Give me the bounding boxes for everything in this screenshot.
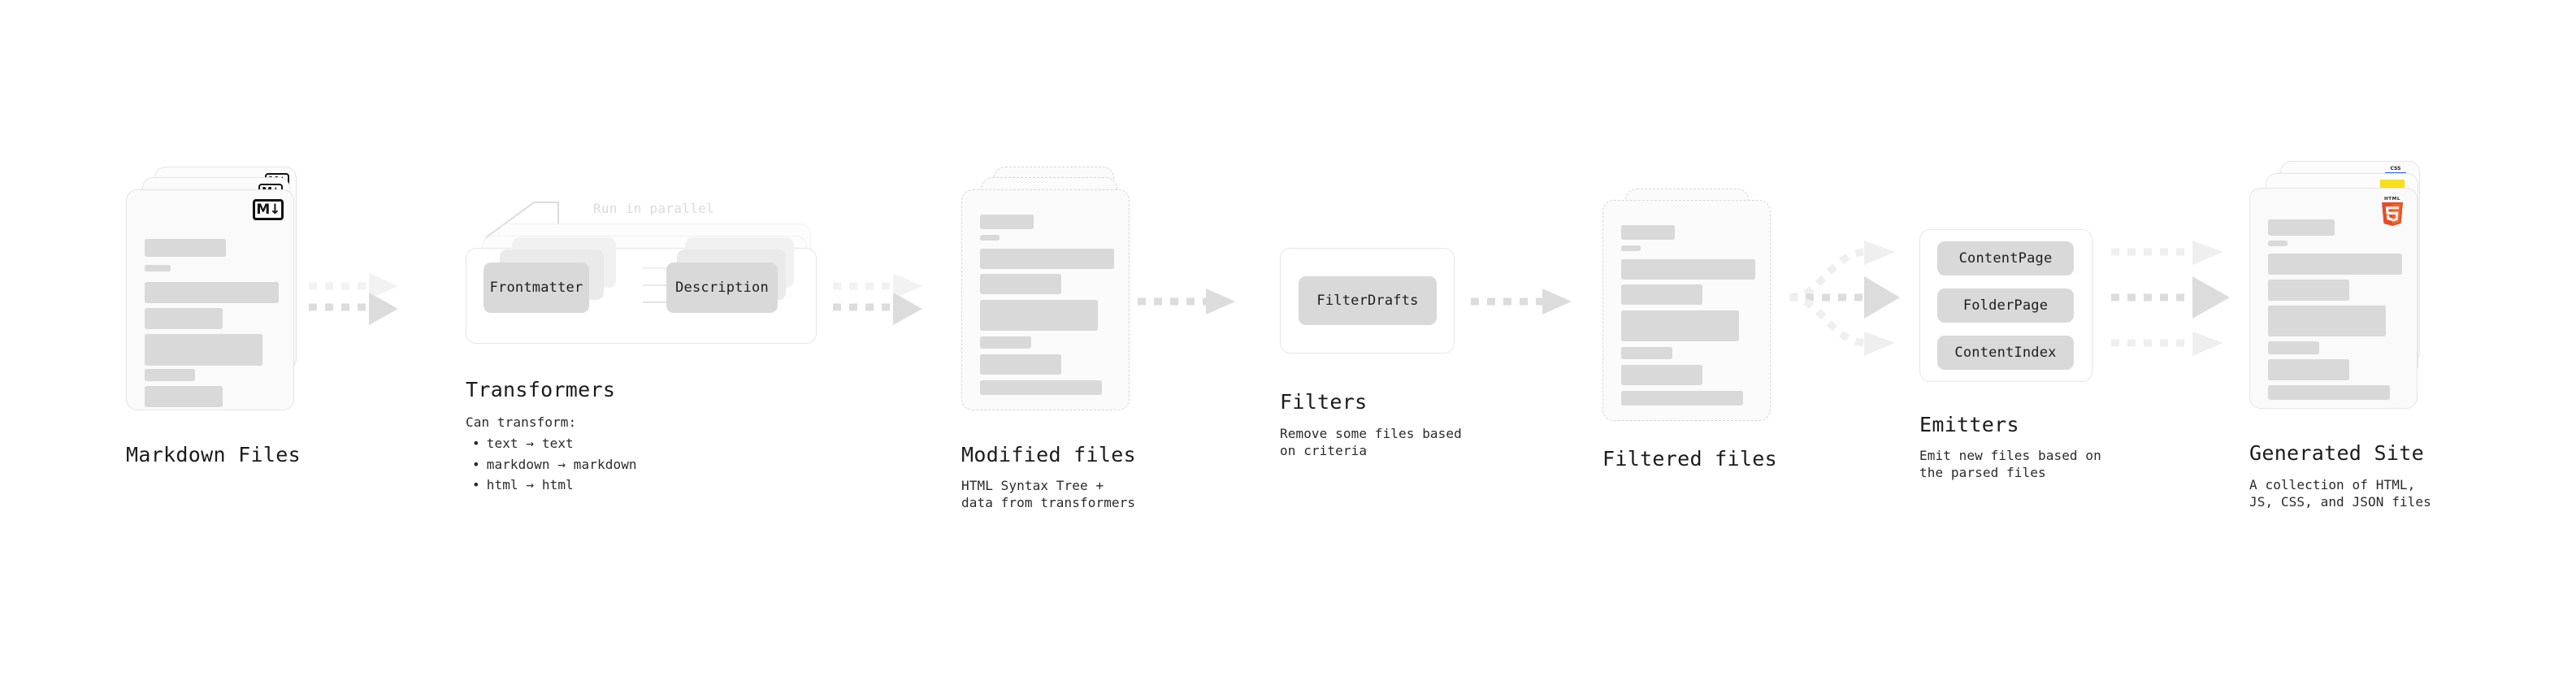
arrow-markdown-to-transformers <box>309 273 398 325</box>
stage-title-transformers: Transformers <box>466 378 616 401</box>
chip-label: FilterDrafts <box>1316 293 1419 309</box>
skeleton-content-bar <box>1621 259 1755 280</box>
filtered-card-front <box>1602 200 1771 421</box>
generated-card-front: HTML <box>2249 188 2418 409</box>
stage-filtered-files: Filtered files <box>1602 189 1777 471</box>
run-in-parallel-label: Run in parallel <box>593 201 714 216</box>
skeleton-content-bar <box>145 308 223 329</box>
skeleton-content-bar <box>980 380 1102 395</box>
skeleton-title-bar <box>2268 219 2335 236</box>
filters-description: Remove some files based on criteria <box>1280 426 1462 459</box>
skeleton-content-bar <box>2268 306 2386 336</box>
skeleton-content-bar <box>2268 254 2402 275</box>
arrow-modified-to-filters <box>1138 288 1235 314</box>
stage-title-filtered-files: Filtered files <box>1602 447 1777 471</box>
chip-filterdrafts[interactable]: FilterDrafts <box>1299 276 1437 325</box>
skeleton-content-bar <box>145 369 195 381</box>
arrow-filtered-to-emitters <box>1789 241 1900 356</box>
arrowhead <box>2192 332 2223 356</box>
arrow-transformers-to-modified <box>833 273 922 325</box>
stage-title-filters: Filters <box>1280 390 1368 414</box>
arrowhead <box>369 293 398 325</box>
markdown-badge-icon: M↓ <box>253 199 284 220</box>
chip-label: ContentIndex <box>1954 345 2057 361</box>
chip-label: Frontmatter <box>489 280 583 296</box>
modified-file-stack <box>961 167 1132 419</box>
skeleton-content-bar <box>980 354 1061 375</box>
arrowhead <box>1864 276 1900 319</box>
chip-contentpage[interactable]: ContentPage <box>1937 241 2074 275</box>
stage-title-generated-site: Generated Site <box>2249 441 2424 465</box>
skeleton-content-bar <box>2268 341 2319 354</box>
skeleton-content-bar <box>1621 284 1702 305</box>
skeleton-content-bar <box>1621 365 1702 385</box>
arrow-emitters-to-site <box>2111 241 2230 356</box>
generated-site-description: A collection of HTML, JS, CSS, and JSON … <box>2249 477 2431 510</box>
skeleton-content-bar <box>1621 391 1743 406</box>
list-item: markdown → markdown <box>466 454 637 475</box>
html5-icon: HTML <box>2379 194 2406 227</box>
arrowhead <box>1206 288 1235 314</box>
skeleton-content-bar <box>2268 359 2349 380</box>
skeleton-content-bar <box>980 274 1061 294</box>
generated-site-file-stack: CSS HTML <box>2249 161 2424 421</box>
skeleton-content-bar <box>2268 280 2349 301</box>
chip-label: ContentPage <box>1958 250 2053 267</box>
transformers-description-heading: Can transform: <box>466 414 577 430</box>
stage-modified-files: Modified files HTML Syntax Tree + data f… <box>961 167 1136 510</box>
arrowhead <box>369 273 398 299</box>
skeleton-content-bar <box>1621 310 1739 341</box>
css3-label: CSS <box>2390 166 2401 171</box>
modified-files-description: HTML Syntax Tree + data from transformer… <box>961 478 1136 511</box>
chip-frontmatter[interactable]: Frontmatter <box>484 262 589 313</box>
skeleton-subtitle-bar <box>2268 241 2288 246</box>
arrowhead <box>1542 288 1572 314</box>
skeleton-content-bar <box>980 336 1031 349</box>
stage-title-modified-files: Modified files <box>961 443 1136 466</box>
skeleton-content-bar <box>2268 385 2390 400</box>
list-item: text → text <box>466 433 637 454</box>
skeleton-content-bar <box>1621 347 1672 359</box>
arrow-filters-to-filtered <box>1471 288 1572 314</box>
chip-label: FolderPage <box>1962 297 2049 314</box>
modified-card-front <box>961 189 1130 410</box>
arrowhead <box>2192 276 2230 319</box>
skeleton-content-bar <box>980 249 1114 269</box>
arrowhead <box>1864 332 1895 356</box>
svg-text:HTML: HTML <box>2384 197 2400 202</box>
filtered-file-stack <box>1602 189 1773 421</box>
chip-folderpage[interactable]: FolderPage <box>1937 288 2074 323</box>
arrowhead <box>893 273 922 299</box>
chip-label: Description <box>675 280 769 296</box>
skeleton-subtitle-bar <box>145 265 171 271</box>
emitters-description: Emit new files based on the parsed files <box>1919 448 2101 481</box>
markdown-file-stack: M↓ M↓ M↓ <box>126 167 297 419</box>
arrowhead <box>893 293 922 325</box>
skeleton-content-bar <box>145 386 223 407</box>
chip-contentindex[interactable]: ContentIndex <box>1937 336 2074 370</box>
skeleton-subtitle-bar <box>1621 245 1641 251</box>
skeleton-title-bar <box>980 215 1034 229</box>
skeleton-title-bar <box>145 239 226 257</box>
skeleton-content-bar <box>980 300 1098 331</box>
transformers-description: Can transform: text → text markdown → ma… <box>466 412 637 496</box>
arrowhead <box>1864 241 1895 265</box>
markdown-card-front: M↓ <box>126 189 294 410</box>
arrowhead <box>2192 241 2223 265</box>
skeleton-content-bar <box>145 334 262 366</box>
stage-generated-site: CSS HTML <box>2249 161 2431 510</box>
skeleton-content-bar <box>145 282 279 303</box>
list-item: html → html <box>466 475 637 496</box>
skeleton-subtitle-bar <box>980 235 1000 241</box>
skeleton-title-bar <box>1621 225 1675 240</box>
run-in-parallel-bracket <box>484 202 559 239</box>
stage-title-emitters: Emitters <box>1919 413 2019 436</box>
transformers-bullet-list: text → text markdown → markdown html → h… <box>466 433 637 497</box>
stage-markdown-files: M↓ M↓ M↓ Markdown Files <box>126 167 301 466</box>
chip-description[interactable]: Description <box>666 262 778 313</box>
stage-title-markdown-files: Markdown Files <box>126 443 301 466</box>
